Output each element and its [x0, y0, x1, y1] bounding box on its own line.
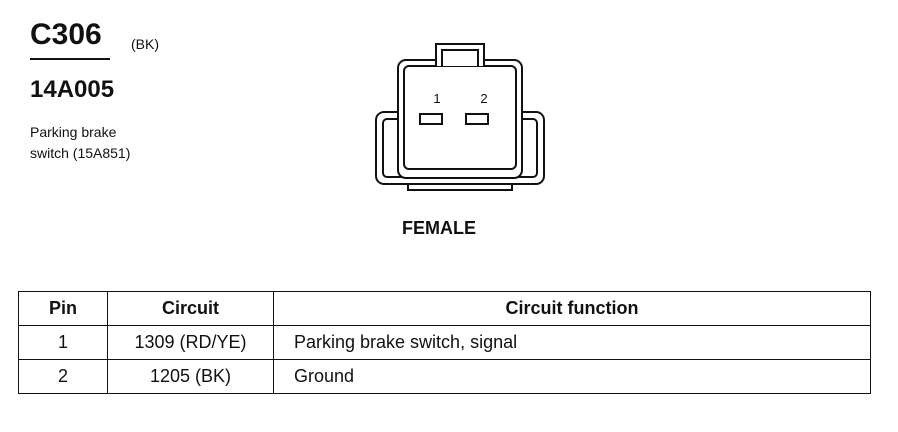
cell-pin: 1 [18, 325, 108, 360]
cell-circuit-function: Parking brake switch, signal [273, 325, 871, 360]
cell-circuit: 1205 (BK) [107, 359, 274, 394]
connector-id: C306 [30, 18, 102, 51]
pin-label-2: 2 [480, 91, 487, 106]
table-row: 2 1205 (BK) Ground [18, 359, 871, 394]
pinout-table: Pin Circuit Circuit function 1 1309 (RD/… [18, 291, 871, 394]
component-description-line-2: switch (15A851) [30, 145, 131, 161]
table-header-row: Pin Circuit Circuit function [18, 291, 871, 326]
component-description: Parking brake switch (15A851) [30, 122, 130, 164]
title-rule [30, 58, 110, 60]
connector-lock-tab-inner [441, 49, 479, 66]
header-pin: Pin [18, 291, 108, 326]
connector-bottom-tab [407, 183, 513, 191]
pin-label-1: 1 [433, 91, 440, 106]
pin-cavity-2 [465, 113, 489, 125]
part-number: 14A005 [30, 76, 115, 103]
connector-lock-tab [435, 43, 485, 66]
pin-cavity-1 [419, 113, 443, 125]
connector-gender-label: FEMALE [402, 218, 476, 238]
header-circuit-function: Circuit function [273, 291, 871, 326]
color-code: (BK) [131, 36, 159, 52]
connector-insert [397, 59, 523, 179]
cell-circuit: 1309 (RD/YE) [107, 325, 274, 360]
connector-face-diagram: 1 2 [375, 43, 545, 191]
table-row: 1 1309 (RD/YE) Parking brake switch, sig… [18, 325, 871, 360]
component-description-line-1: Parking brake [30, 124, 117, 140]
cell-circuit-function: Ground [273, 359, 871, 394]
cell-pin: 2 [18, 359, 108, 394]
header-circuit: Circuit [107, 291, 274, 326]
